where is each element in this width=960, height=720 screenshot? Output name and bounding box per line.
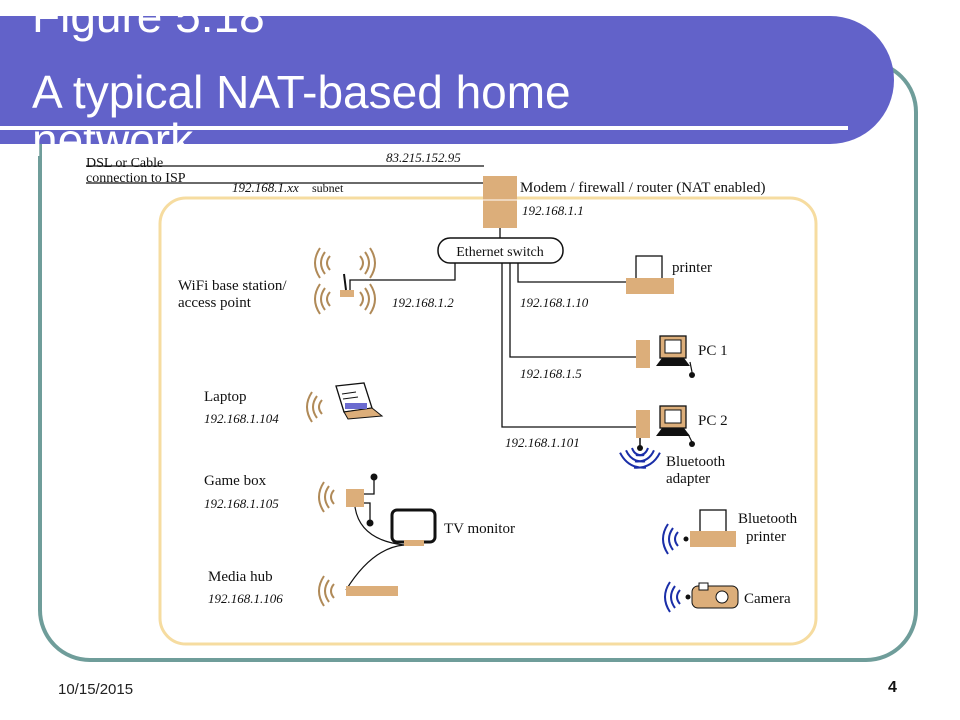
tv-monitor-icon [390, 508, 437, 544]
wifi-link-line [349, 263, 456, 291]
printer-icon [626, 278, 674, 294]
pc2-keyboard-icon [656, 428, 690, 436]
pc1-tower-icon [636, 340, 650, 368]
bluetooth-adapter-icon [637, 445, 643, 451]
camera-icon [685, 582, 739, 609]
wifi-access-point-icon [340, 290, 354, 297]
pc2-ip-label: 192.168.1.101 [505, 435, 580, 450]
bluetooth-printer-label-line1: Bluetooth [738, 511, 798, 527]
subnet-word-label: subnet [312, 181, 344, 195]
printer-ip-label: 192.168.1.10 [520, 295, 589, 310]
bluetooth-adapter-label-line1: Bluetooth [666, 454, 726, 470]
router-icon [483, 176, 517, 228]
wifi-ip-label: 192.168.1.2 [392, 295, 454, 310]
printer-label: printer [672, 260, 712, 276]
laptop-icon [335, 382, 384, 420]
pc2-label: PC 2 [698, 413, 728, 429]
media-hub-wifi-wave-icon [318, 575, 335, 607]
subnet-ip-label: 192.168.1.xx [232, 180, 299, 195]
slide-title-line-2: A typical NAT-based home [32, 66, 571, 118]
mediahub-tv-cable [345, 544, 405, 591]
content-frame [38, 60, 918, 662]
pc1-link-line [509, 263, 636, 358]
printer-link-line [517, 263, 626, 283]
media-hub-label: Media hub [208, 569, 273, 585]
game-box-ip-label: 192.168.1.105 [204, 496, 279, 511]
game-box-icon [346, 489, 364, 507]
game-controller-icon [370, 473, 378, 481]
ethernet-switch [437, 237, 564, 264]
camera-bluetooth-wave-icon [664, 581, 681, 613]
public-ip-label: 83.215.152.95 [386, 150, 461, 165]
bluetooth-printer-wave-icon [662, 523, 679, 555]
pc1-keyboard-icon [656, 358, 690, 366]
tv-monitor-label: TV monitor [444, 521, 515, 537]
laptop-ip-label: 192.168.1.104 [204, 411, 279, 426]
isp-label-line2: connection to ISP [86, 171, 186, 186]
wifi-label-line2: access point [178, 295, 252, 311]
footer-date: 10/15/2015 [58, 681, 134, 698]
bluetooth-printer-icon [690, 531, 736, 547]
bluetooth-adapter-label-line2: adapter [666, 471, 710, 487]
router-label: Modem / firewall / router (NAT enabled) [520, 180, 765, 196]
slide-title-line-1: Figure 5.18 [32, 0, 265, 42]
footer-page-number: 4 [888, 679, 897, 696]
laptop-label: Laptop [204, 389, 247, 405]
router-ip-label: 192.168.1.1 [522, 203, 584, 218]
pc2-link-line [501, 263, 636, 428]
pc2-tower-icon [636, 410, 650, 438]
media-hub-ip-label: 192.168.1.106 [208, 591, 283, 606]
gamebox-tv-cable [354, 506, 405, 546]
slide-title-line-3: network [32, 114, 194, 166]
camera-label: Camera [744, 591, 791, 607]
title-underline [0, 126, 848, 130]
media-hub-icon [346, 586, 398, 596]
isp-label-line1: DSL or Cable [86, 156, 163, 171]
game-box-wifi-wave-icon [318, 481, 335, 513]
pc1-label: PC 1 [698, 343, 728, 359]
ethernet-switch-label: Ethernet switch [456, 245, 543, 260]
pc1-ip-label: 192.168.1.5 [520, 366, 582, 381]
bluetooth-printer-label-line2: printer [746, 529, 786, 545]
wifi-label-line1: WiFi base station/ [178, 278, 287, 294]
laptop-wifi-wave-icon [306, 391, 323, 423]
title-band: Figure 5.18 A typical NAT-based home [0, 0, 894, 144]
game-box-label: Game box [204, 473, 267, 489]
printer-paper-icon [635, 255, 663, 281]
bluetooth-printer-paper-icon [699, 509, 727, 535]
